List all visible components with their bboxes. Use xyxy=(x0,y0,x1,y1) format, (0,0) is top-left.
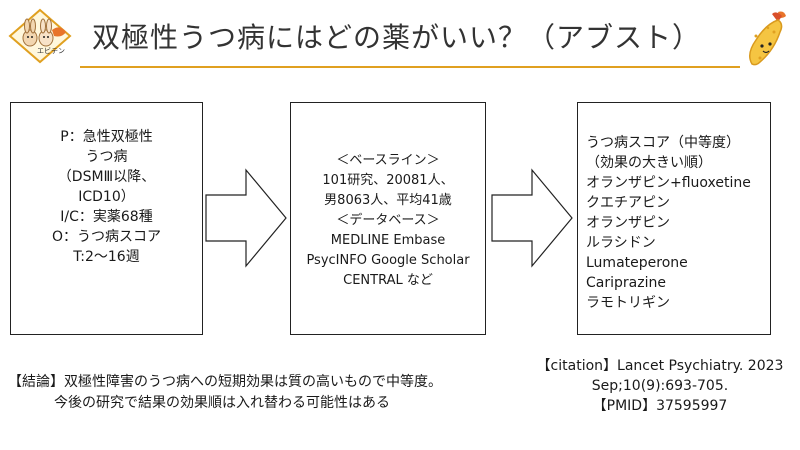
baseline-line: ＜データベース＞ xyxy=(336,213,440,228)
results-line: Lumateperone xyxy=(586,255,688,271)
results-line: ルラシドン xyxy=(586,235,656,251)
pico-line: T:2〜16週 xyxy=(73,249,140,265)
title-divider xyxy=(80,66,740,68)
baseline-line: PsycINFO Google Scholar xyxy=(306,253,470,268)
results-line: クエチアピン xyxy=(586,195,670,211)
results-line: （効果の大きい順） xyxy=(586,155,712,171)
pico-box: P：急性双極性 うつ病 （DSMⅢ以降、 ICD10） I/C：実薬68種 O：… xyxy=(10,102,203,335)
logo-label: エビテン xyxy=(37,47,65,55)
citation-block: 【citation】Lancet Psychiatry. 2023 Sep;10… xyxy=(525,356,795,416)
baseline-line: MEDLINE Embase xyxy=(330,233,446,248)
brand-logo: エビテン xyxy=(8,8,72,64)
baseline-line: 男8063人、平均41歳 xyxy=(324,193,452,208)
results-box: うつ病スコア（中等度） （効果の大きい順） オランザピン+fluoxetine … xyxy=(577,102,771,335)
conclusion-line-2: 今後の研究で結果の効果順は入れ替わる可能性はある xyxy=(54,395,390,411)
page-title: 双極性うつ病にはどの薬がいい？（アブスト） xyxy=(92,21,702,54)
conclusion-line-1: 【結論】双極性障害のうつ病への短期効果は質の高いもので中等度。 xyxy=(8,374,442,390)
pico-line: ICD10） xyxy=(78,189,135,205)
results-line: ラモトリギン xyxy=(586,295,670,311)
baseline-box: ＜ベースライン＞ 101研究、20081人、 男8063人、平均41歳 ＜データ… xyxy=(290,102,486,335)
results-line: Cariprazine xyxy=(586,275,666,291)
pico-line: （DSMⅢ以降、 xyxy=(57,169,156,185)
right-arrow-icon xyxy=(491,168,573,268)
pico-line: うつ病 xyxy=(85,149,128,165)
citation-pmid: 【PMID】37595997 xyxy=(592,398,728,414)
citation-volume: Sep;10(9):693-705. xyxy=(591,378,729,394)
results-line: オランザピン+fluoxetine xyxy=(586,175,751,191)
baseline-line: 101研究、20081人、 xyxy=(322,173,454,188)
pico-line: O：うつ病スコア xyxy=(51,229,162,245)
pico-line: I/C：実薬68種 xyxy=(60,209,153,225)
results-line: うつ病スコア（中等度） xyxy=(586,135,740,151)
baseline-line: ＜ベースライン＞ xyxy=(336,153,440,168)
rabbit-logo-icon xyxy=(8,8,72,64)
citation-journal: 【citation】Lancet Psychiatry. 2023 xyxy=(536,358,784,374)
results-line: オランザピン xyxy=(586,215,670,231)
fried-shrimp-icon xyxy=(749,11,786,66)
right-arrow-icon xyxy=(205,168,287,268)
pico-line: P：急性双極性 xyxy=(60,129,153,145)
baseline-line: CENTRAL など xyxy=(343,273,433,288)
conclusion-text: 【結論】双極性障害のうつ病への短期効果は質の高いもので中等度。 今後の研究で結果… xyxy=(8,372,442,414)
